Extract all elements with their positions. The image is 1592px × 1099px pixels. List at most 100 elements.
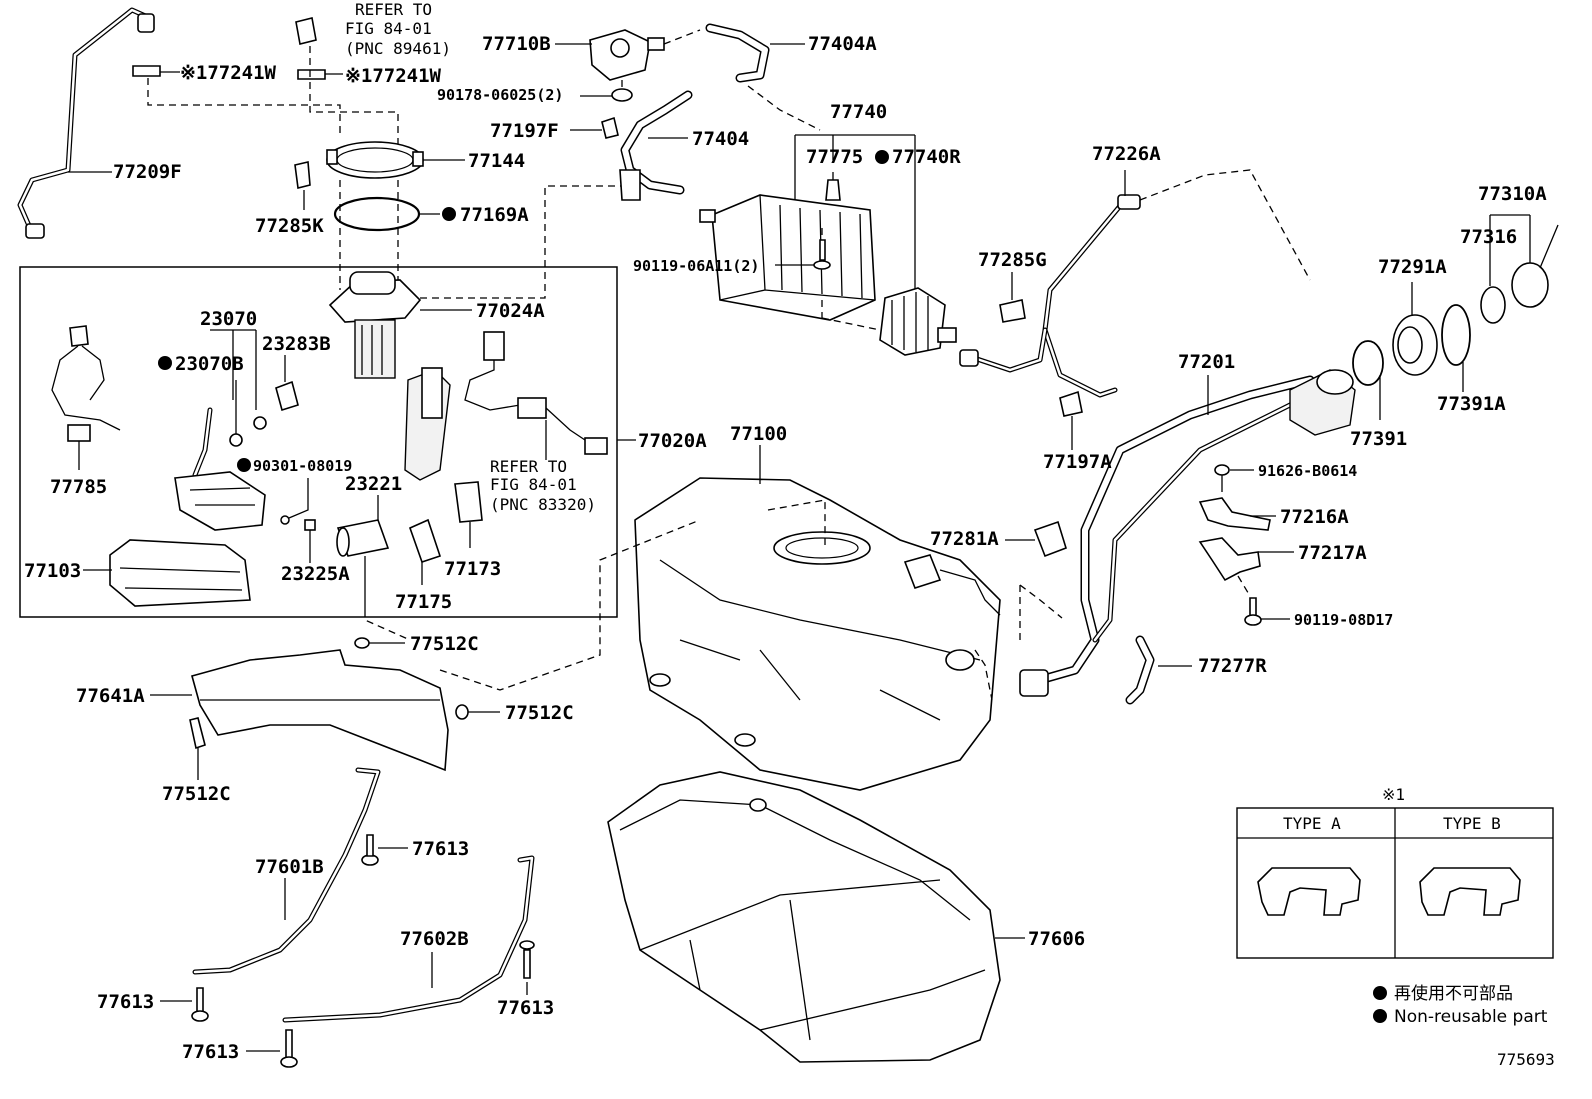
label-77100: 77100 bbox=[730, 423, 787, 445]
label-90178-06025: 90178-06025(2) bbox=[437, 86, 563, 104]
part-77601B-strap bbox=[192, 767, 381, 975]
label-77775: 77775 bbox=[806, 146, 863, 168]
part-77613-bolt-d bbox=[280, 1029, 298, 1068]
label-23070: 23070 bbox=[200, 308, 257, 330]
label-77512C-a: 77512C bbox=[410, 633, 479, 655]
label-77277R: 77277R bbox=[1198, 655, 1267, 677]
label-23221: 23221 bbox=[345, 473, 402, 495]
label-77020A: 77020A bbox=[638, 430, 707, 452]
part-77613-bolt-a bbox=[361, 834, 379, 866]
part-77710B-valve bbox=[589, 29, 665, 81]
clip-type-table bbox=[1236, 807, 1554, 959]
label-refer1-line1: REFER TO bbox=[355, 0, 432, 19]
label-77169A: 77169A bbox=[460, 204, 529, 226]
label-77613-a: 77613 bbox=[412, 838, 469, 860]
part-77201-filler-pipe bbox=[1019, 369, 1356, 697]
label-90301-08019: 90301-08019 bbox=[253, 457, 352, 475]
label-77785: 77785 bbox=[50, 476, 107, 498]
label-77512C-b: 77512C bbox=[505, 702, 574, 724]
label-refer1-line2: FIG 84-01 bbox=[345, 19, 432, 38]
part-level-sensor-connector bbox=[464, 331, 608, 455]
part-77310A-fuel-cap bbox=[1511, 224, 1559, 308]
label-77613-d: 77613 bbox=[182, 1041, 239, 1063]
label-77209F: 77209F bbox=[113, 161, 182, 183]
label-77291A: 77291A bbox=[1378, 256, 1447, 278]
label-77601B: 77601B bbox=[255, 856, 324, 878]
label-refer2-line1: REFER TO bbox=[490, 457, 567, 476]
fuel-pump-assembly-box bbox=[19, 266, 618, 618]
label-77103: 77103 bbox=[24, 560, 81, 582]
label-77285G: 77285G bbox=[978, 249, 1047, 271]
part-77641A-heat-shield bbox=[189, 649, 449, 772]
label-refer1-line3: (PNC 89461) bbox=[345, 39, 451, 58]
part-77285K-clip bbox=[294, 161, 311, 189]
label-77310A: 77310A bbox=[1478, 183, 1547, 205]
label-77602B: 77602B bbox=[400, 928, 469, 950]
label-77740R: 77740R bbox=[892, 146, 961, 168]
label-refer2-line3: (PNC 83320) bbox=[490, 495, 596, 514]
label-77512C-c: 77512C bbox=[162, 783, 231, 805]
part-77602B-strap bbox=[282, 855, 535, 1023]
part-fuel-level-sender bbox=[404, 367, 451, 481]
part-77613-bolt-b bbox=[191, 987, 209, 1022]
legend-line-1: 再使用不可部品 bbox=[1394, 983, 1513, 1004]
label-23283B: 23283B bbox=[262, 333, 331, 355]
part-77241W-clip-b bbox=[297, 69, 326, 80]
part-77606-tank-protector bbox=[607, 771, 1001, 1063]
part-77277R-hose bbox=[1125, 635, 1155, 705]
label-23070B: 23070B bbox=[175, 353, 244, 375]
label-23225A: 23225A bbox=[281, 563, 350, 585]
part-77175-bracket bbox=[408, 518, 442, 564]
legend-line-2: Non-reusable part bbox=[1394, 1007, 1548, 1027]
part-77100-fuel-tank bbox=[634, 477, 1001, 791]
part-connector-89461 bbox=[295, 17, 317, 45]
part-23283B-clip bbox=[275, 380, 299, 412]
part-77169A-gasket bbox=[333, 196, 421, 232]
label-77175: 77175 bbox=[395, 591, 452, 613]
label-91626-B0614: 91626-B0614 bbox=[1258, 462, 1357, 480]
part-77241W-clip-a bbox=[132, 65, 161, 77]
label-77241W-b: ※177241W bbox=[345, 65, 442, 87]
label-77216A: 77216A bbox=[1280, 506, 1349, 528]
label-77391: 77391 bbox=[1350, 428, 1407, 450]
label-77404A: 77404A bbox=[808, 33, 877, 55]
label-77606: 77606 bbox=[1028, 928, 1085, 950]
label-77217A: 77217A bbox=[1298, 542, 1367, 564]
label-77201: 77201 bbox=[1178, 351, 1235, 373]
diagram-id: 775693 bbox=[1497, 1050, 1555, 1069]
label-77197F: 77197F bbox=[490, 120, 559, 142]
part-77391-ring bbox=[1352, 340, 1384, 386]
part-77785-wire-harness bbox=[51, 325, 121, 470]
label-77613-b: 77613 bbox=[97, 991, 154, 1013]
type-table-header-a: TYPE A bbox=[1283, 814, 1341, 833]
part-77740R-filter bbox=[879, 287, 957, 356]
label-77404: 77404 bbox=[692, 128, 749, 150]
label-77226A: 77226A bbox=[1092, 143, 1161, 165]
label-77641A: 77641A bbox=[76, 685, 145, 707]
label-77740: 77740 bbox=[830, 101, 887, 123]
part-77024A-sender-plate bbox=[328, 271, 422, 379]
part-23221-fuel-pump bbox=[336, 519, 390, 557]
label-77710B: 77710B bbox=[482, 33, 551, 55]
part-23070-fuel-filter bbox=[174, 407, 266, 531]
label-77391A: 77391A bbox=[1437, 393, 1506, 415]
type-table-header-b: TYPE B bbox=[1443, 814, 1501, 833]
part-90119-06A11-bolt bbox=[813, 239, 831, 270]
label-77281A: 77281A bbox=[930, 528, 999, 550]
type-table-note-mark: ※1 bbox=[1382, 785, 1405, 804]
part-77404A-hose bbox=[705, 23, 770, 83]
label-77197A: 77197A bbox=[1043, 451, 1112, 473]
label-77613-c: 77613 bbox=[497, 997, 554, 1019]
label-77024A: 77024A bbox=[476, 300, 545, 322]
label-77316: 77316 bbox=[1460, 226, 1517, 248]
label-77144: 77144 bbox=[468, 150, 525, 172]
part-77226A-breather-tube bbox=[959, 194, 1141, 398]
part-77173-connector bbox=[454, 481, 483, 523]
part-77291A-filler-neck bbox=[1392, 314, 1438, 376]
label-90119-08D17: 90119-08D17 bbox=[1294, 611, 1393, 629]
label-90119-06A11: 90119-06A11(2) bbox=[633, 257, 759, 275]
label-refer2-line2: FIG 84-01 bbox=[490, 475, 577, 494]
part-77404-hose bbox=[619, 90, 693, 201]
part-77103-tray bbox=[109, 539, 251, 607]
